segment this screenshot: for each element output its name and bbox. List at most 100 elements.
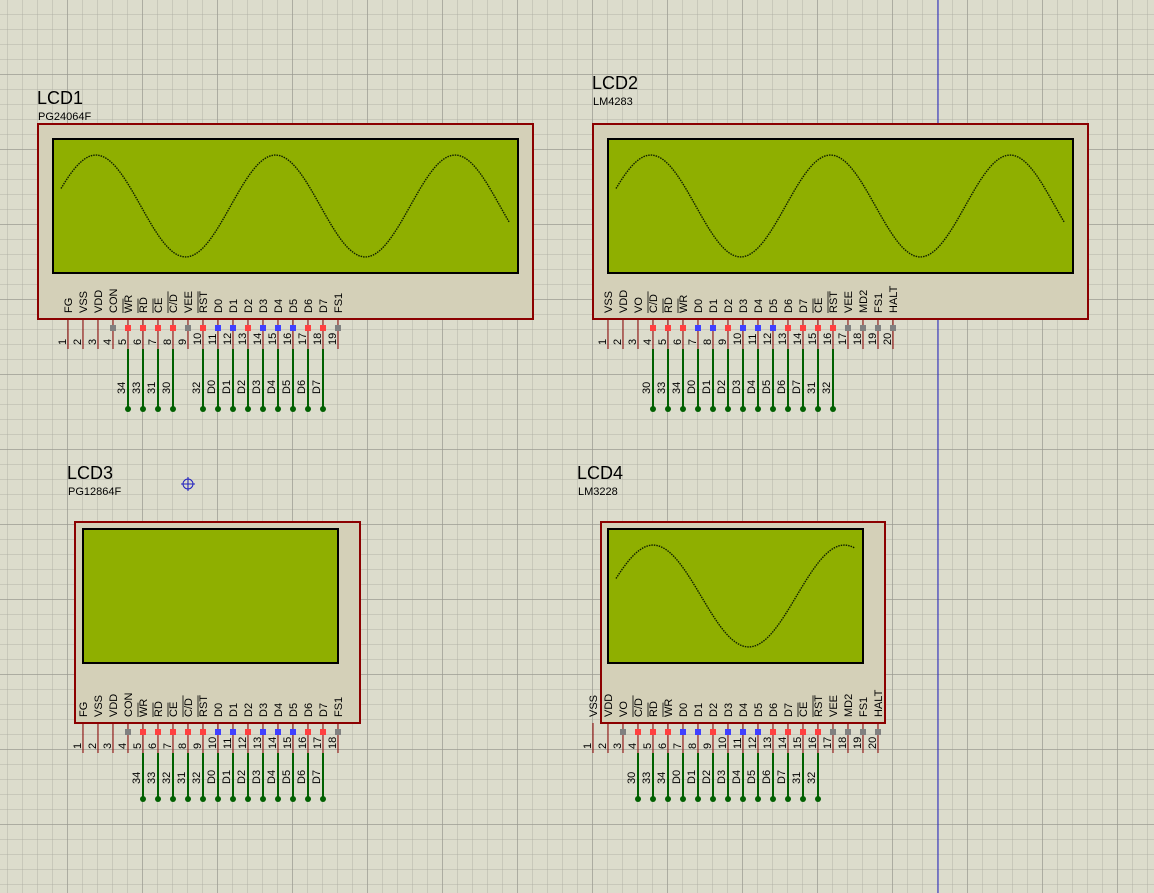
- net-terminal[interactable]: [650, 406, 656, 412]
- lcd-lcd3[interactable]: LCD3PG12864FFG1VSS2VDD3CON4WR534RD633CE7…: [67, 463, 361, 802]
- net-terminal[interactable]: [245, 406, 251, 412]
- net-terminal[interactable]: [215, 796, 221, 802]
- pin-fg[interactable]: FG1: [57, 298, 75, 349]
- net-terminal[interactable]: [725, 796, 731, 802]
- pin-fg[interactable]: FG1: [72, 702, 90, 753]
- net-terminal[interactable]: [275, 796, 281, 802]
- net-terminal[interactable]: [170, 406, 176, 412]
- net-terminal[interactable]: [785, 406, 791, 412]
- net-terminal[interactable]: [185, 796, 191, 802]
- net-terminal[interactable]: [200, 406, 206, 412]
- net-terminal[interactable]: [125, 406, 131, 412]
- net-terminal[interactable]: [155, 406, 161, 412]
- net-terminal[interactable]: [770, 796, 776, 802]
- net-terminal[interactable]: [290, 406, 296, 412]
- net-terminal[interactable]: [260, 406, 266, 412]
- net-terminal[interactable]: [815, 406, 821, 412]
- net-terminal[interactable]: [725, 406, 731, 412]
- net-terminal[interactable]: [755, 796, 761, 802]
- net-terminal[interactable]: [830, 406, 836, 412]
- pin-vo[interactable]: VO3: [612, 701, 630, 753]
- net-terminal[interactable]: [710, 406, 716, 412]
- pin-vo[interactable]: VO3: [627, 297, 645, 349]
- net-terminal[interactable]: [305, 796, 311, 802]
- lcd-lcd1[interactable]: LCD1PG24064FFG1VSS2VDD3CON4WR534RD633CE7…: [37, 88, 534, 412]
- net-terminal[interactable]: [245, 796, 251, 802]
- net-terminal[interactable]: [230, 406, 236, 412]
- net-terminal[interactable]: [140, 406, 146, 412]
- net-terminal[interactable]: [755, 406, 761, 412]
- net-terminal[interactable]: [800, 796, 806, 802]
- net-terminal[interactable]: [635, 796, 641, 802]
- net-terminal[interactable]: [155, 796, 161, 802]
- net-terminal[interactable]: [305, 406, 311, 412]
- net-terminal[interactable]: [200, 796, 206, 802]
- net-terminal[interactable]: [290, 796, 296, 802]
- net-terminal[interactable]: [650, 796, 656, 802]
- net-terminal[interactable]: [770, 406, 776, 412]
- net-terminal[interactable]: [740, 796, 746, 802]
- net-terminal[interactable]: [815, 796, 821, 802]
- net-terminal[interactable]: [695, 796, 701, 802]
- net-terminal[interactable]: [800, 406, 806, 412]
- net-terminal[interactable]: [680, 406, 686, 412]
- net-terminal[interactable]: [275, 406, 281, 412]
- net-terminal[interactable]: [785, 796, 791, 802]
- net-terminal[interactable]: [215, 406, 221, 412]
- net-terminal[interactable]: [320, 796, 326, 802]
- net-terminal[interactable]: [665, 406, 671, 412]
